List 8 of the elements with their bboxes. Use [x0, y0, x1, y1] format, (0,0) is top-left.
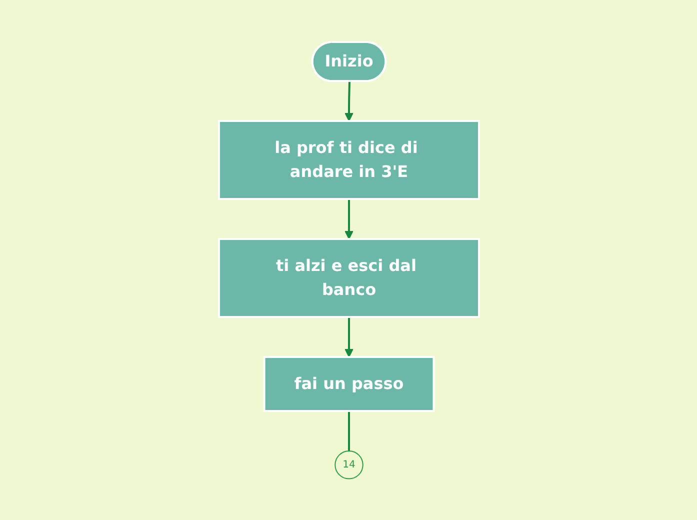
node-box: fai un passo [262, 356, 434, 412]
arrow [344, 198, 353, 240]
node-box: ti alzi e esci dal banco [218, 238, 480, 318]
arrow [344, 81, 353, 122]
arrow [344, 316, 353, 358]
node-circle: 14 [334, 450, 363, 479]
connector [348, 410, 350, 451]
node-box: la prof ti dice di andare in 3'E [218, 120, 480, 200]
